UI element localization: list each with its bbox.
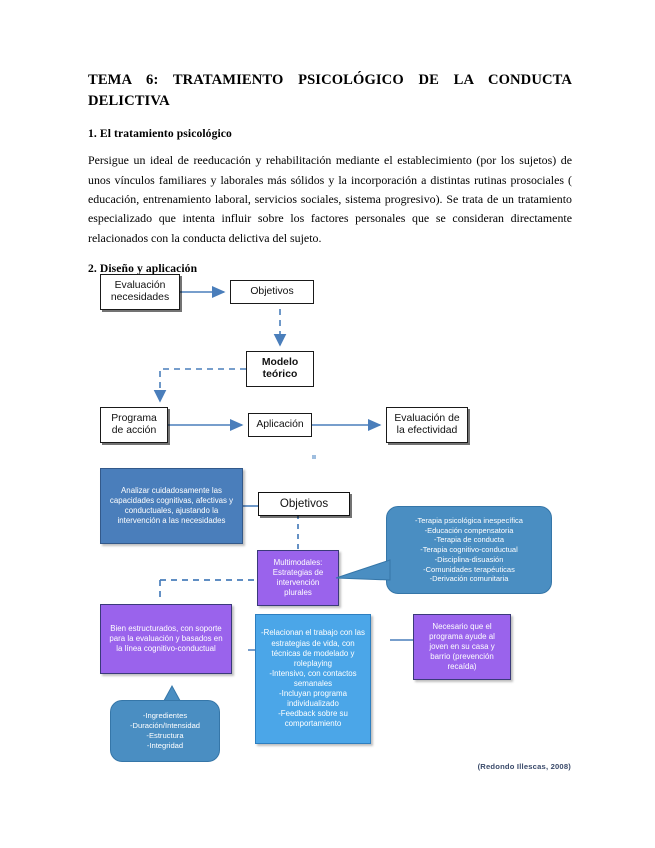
page-title-line1: TEMA 6: TRATAMIENTO PSICOLÓGICO DE LA CO…: [88, 72, 572, 88]
node-relacionan-trabajo: -Relacionan el trabajo con las estrategi…: [255, 614, 371, 744]
node-evaluacion-efectividad: Evaluación de la efectividad: [386, 407, 468, 443]
node-label: Necesario que el programa ayude al joven…: [429, 621, 495, 672]
page-title: TEMA 6: TRATAMIENTO PSICOLÓGICO DE LA CO…: [88, 70, 572, 111]
node-label: -Relacionan el trabajo con las estrategi…: [261, 628, 365, 729]
scan-artifact: [312, 455, 316, 459]
callout-label: -Ingredientes -Duración/Intensidad -Estr…: [129, 711, 201, 750]
text-content: TEMA 6: TRATAMIENTO PSICOLÓGICO DE LA CO…: [88, 70, 572, 275]
node-label: Objetivos: [250, 285, 294, 297]
node-label: Evaluación necesidades: [110, 279, 170, 303]
source-credit: (Redondo Illescas, 2008): [477, 762, 571, 771]
callout-terapias-tail: [335, 559, 391, 581]
section-heading-1: 1. El tratamiento psicológico: [88, 127, 232, 141]
node-label: Evaluación de la efectividad: [394, 412, 460, 436]
callout-terapias-lista: -Terapia psicológica inespecífica -Educa…: [386, 506, 552, 594]
node-label: Aplicación: [256, 418, 304, 430]
node-label: Programa de acción: [111, 412, 157, 436]
flowchart-connectors: [153, 286, 382, 431]
node-multimodales: Multimodales: Estrategias de intervenció…: [257, 550, 339, 606]
node-label: Modelo teórico: [261, 356, 299, 380]
section-paragraph-1: Persigue un ideal de reeducación y rehab…: [88, 153, 572, 245]
node-label: Objetivos: [279, 496, 329, 510]
node-programa-de-accion: Programa de acción: [100, 407, 168, 443]
section-heading-2: 2. Diseño y aplicación: [88, 261, 198, 275]
flowchart-design-application: Evaluación necesidades Objetivos Modelo …: [100, 268, 500, 458]
node-label: Bien estructurados, con soporte para la …: [109, 623, 223, 654]
callout-ingredientes: -Ingredientes -Duración/Intensidad -Estr…: [110, 700, 220, 762]
diagram-intervention-model: Objetivos Analizar cuidadosamente las ca…: [88, 462, 572, 782]
page-title-line2: DELICTIVA: [88, 92, 170, 109]
node-analizar-capacidades: Analizar cuidadosamente las capacidades …: [100, 468, 243, 544]
node-objetivos-2: Objetivos: [258, 492, 350, 516]
arrow-model-to-program: [153, 368, 246, 403]
node-objetivos: Objetivos: [230, 280, 314, 304]
node-necesario-programa: Necesario que el programa ayude al joven…: [413, 614, 511, 680]
node-label: Analizar cuidadosamente las capacidades …: [109, 485, 234, 526]
node-bien-estructurados: Bien estructurados, con soporte para la …: [100, 604, 232, 674]
node-evaluacion-necesidades: Evaluación necesidades: [100, 274, 180, 310]
node-aplicacion: Aplicación: [248, 413, 312, 437]
node-label: Multimodales: Estrategias de intervenció…: [272, 557, 324, 598]
node-modelo-teorico: Modelo teórico: [246, 351, 314, 387]
callout-label: -Terapia psicológica inespecífica -Educa…: [415, 515, 523, 584]
